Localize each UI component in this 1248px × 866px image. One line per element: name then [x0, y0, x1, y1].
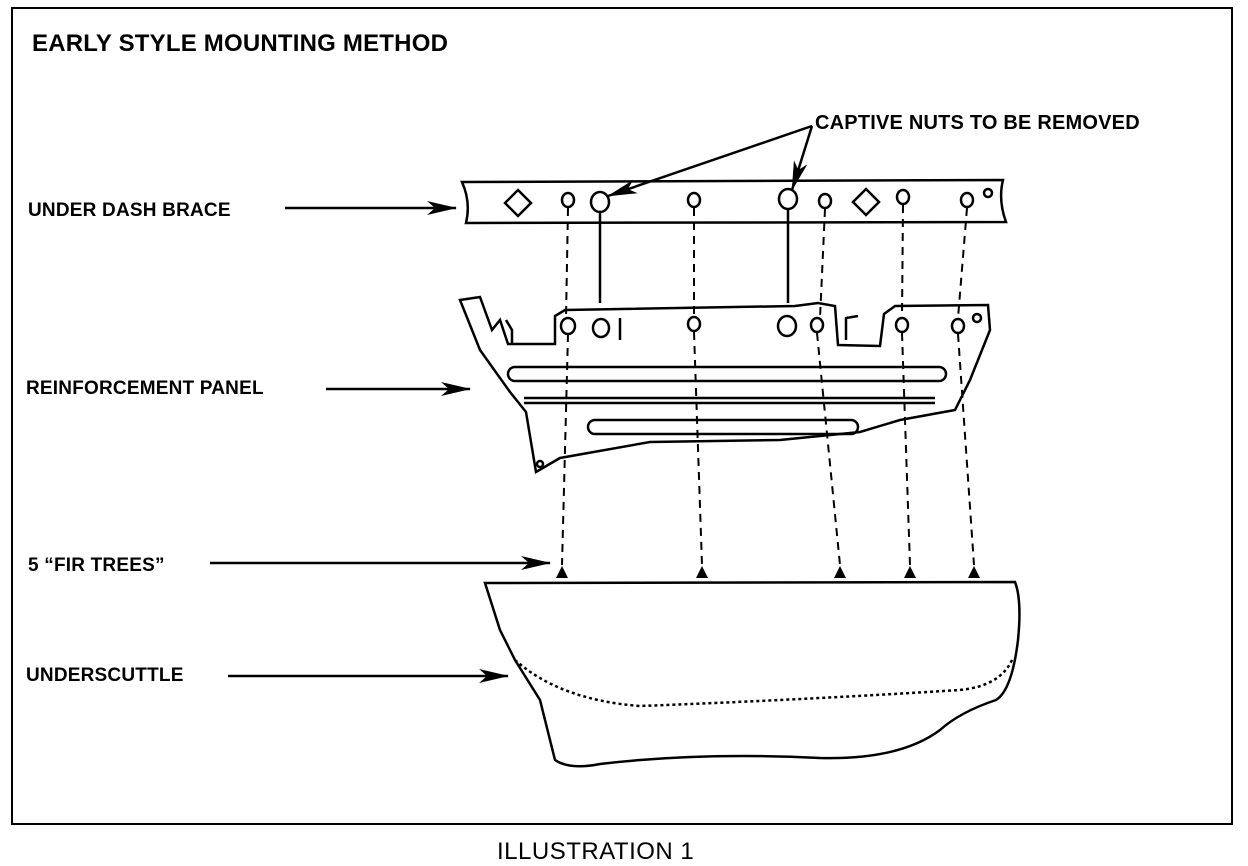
captive-nuts-label: CAPTIVE NUTS TO BE REMOVED — [815, 112, 1140, 134]
illustration-caption: ILLUSTRATION 1 — [497, 838, 695, 865]
fir-trees-label: 5 “FIR TREES” — [28, 555, 165, 576]
diagram-frame — [11, 7, 1233, 825]
underscuttle-label: UNDERSCUTTLE — [26, 665, 184, 686]
diagram-title: EARLY STYLE MOUNTING METHOD — [32, 30, 449, 57]
underscuttle — [483, 580, 1021, 768]
captive-nut-posts — [598, 209, 790, 303]
reinforcement-panel — [458, 295, 992, 474]
under-dash-brace-label: UNDER DASH BRACE — [28, 200, 231, 221]
label-arrows — [210, 124, 814, 683]
reinforcement-panel-label: REINFORCEMENT PANEL — [26, 378, 264, 399]
under-dash-brace — [460, 178, 1008, 225]
alignment-lines — [561, 204, 975, 566]
fir-trees — [556, 566, 980, 578]
